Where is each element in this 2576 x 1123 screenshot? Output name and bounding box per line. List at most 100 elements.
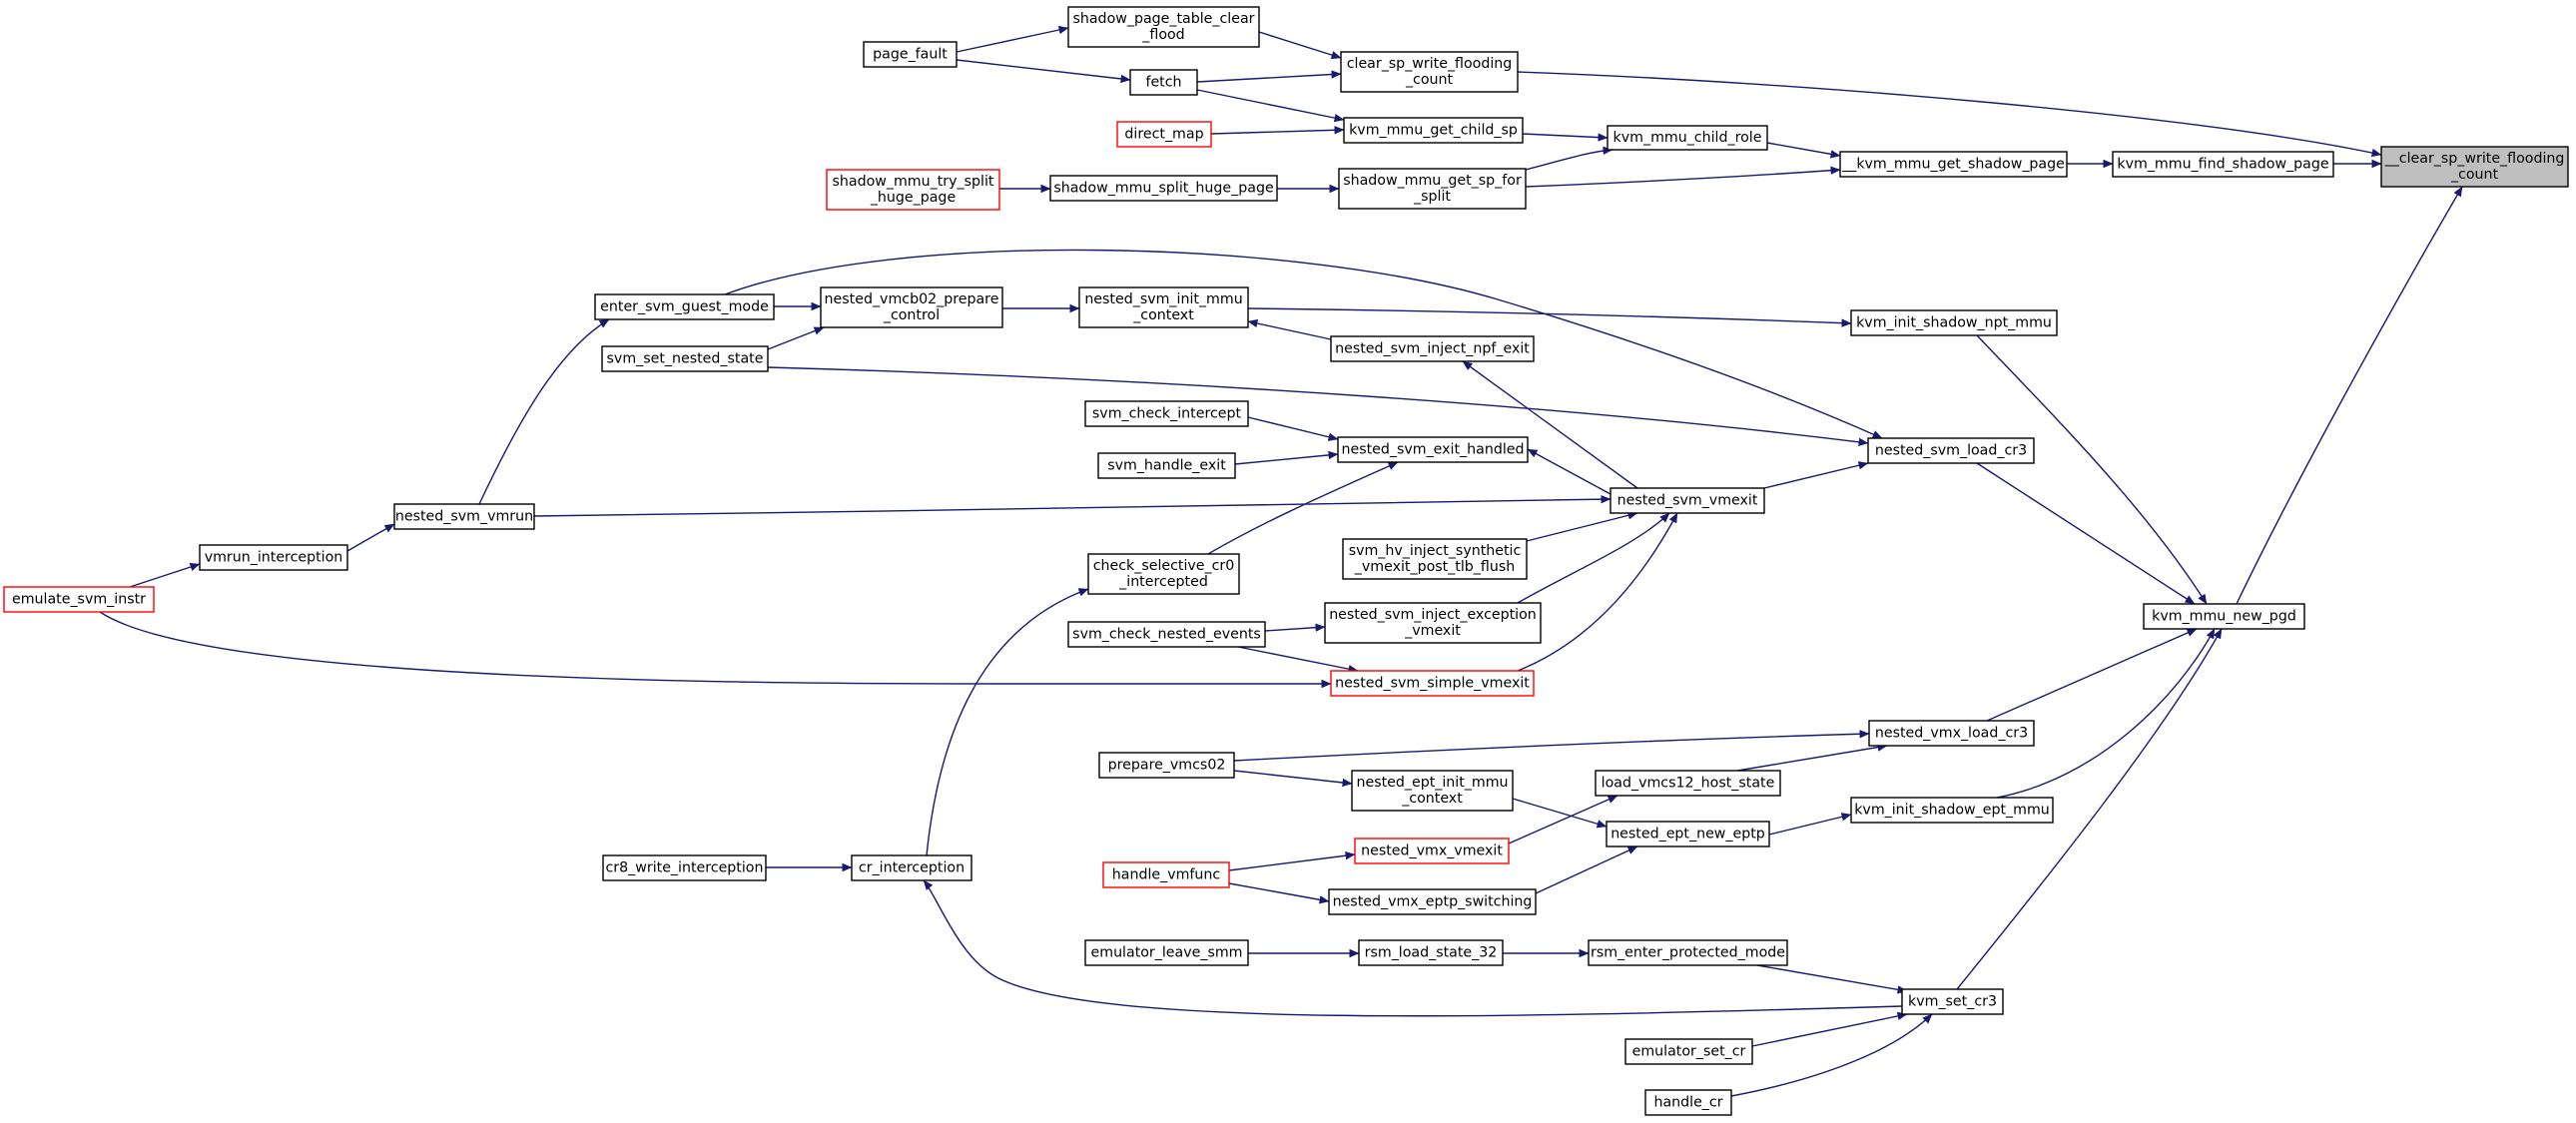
node-label: kvm_mmu_child_role [1613,130,1762,146]
node-prepare_vmcs02[interactable]: prepare_vmcs02 [1098,752,1235,779]
node-box [602,854,767,881]
node-box [1342,538,1528,580]
node-nested_svm_exit_handled[interactable]: nested_svm_exit_handled [1337,436,1529,463]
node-kvm_init_shadow_npt_mmu[interactable]: kvm_init_shadow_npt_mmu [1850,309,2058,336]
node-nested_svm_inject_exception_vmexit[interactable]: nested_svm_inject_exception_vmexit [1324,602,1542,644]
node-kvm_set_cr3[interactable]: kvm_set_cr3 [1901,988,2004,1015]
node-kvm_init_shadow_ept_mmu[interactable]: kvm_init_shadow_ept_mmu [1850,797,2054,824]
node-nested_vmcb02_prepare_control[interactable]: nested_vmcb02_prepare_control [820,286,1003,328]
node-nested_ept_new_eptp[interactable]: nested_ept_new_eptp [1606,821,1770,847]
node-label: nested_ept_init_mmu [1356,775,1508,791]
node-box [2143,603,2305,630]
node-rsm_enter_protected_mode[interactable]: rsm_enter_protected_mode [1588,939,1788,966]
node-label: svm_handle_exit [1107,458,1226,474]
node-emulator_leave_smm[interactable]: emulator_leave_smm [1084,939,1249,966]
node-clear_sp_write_flooding_count_root[interactable]: __clear_sp_write_flooding_count [2380,146,2569,188]
node-vmrun_interception[interactable]: vmrun_interception [199,544,348,571]
node-label: nested_vmx_vmexit [1361,843,1503,859]
node-box [1330,335,1535,362]
node-handle_vmfunc[interactable]: handle_vmfunc [1102,861,1230,888]
node-label: _intercepted [1118,574,1208,590]
node-nested_svm_inject_npf_exit[interactable]: nested_svm_inject_npf_exit [1330,335,1535,362]
node-label: load_vmcs12_host_state [1602,776,1775,792]
node-nested_vmx_load_cr3[interactable]: nested_vmx_load_cr3 [1868,720,2035,747]
node-nested_svm_vmexit[interactable]: nested_svm_vmexit [1610,487,1765,514]
edge-svm_check_nested_events-to-nested_svm_simple_vmexit [1237,646,1359,674]
edge-kvm_set_cr3-to-kvm_mmu_new_pgd [1956,628,2223,990]
node-box [1097,452,1236,479]
node-label: _control [883,307,940,323]
node-kvm_mmu_find_shadow_page[interactable]: kvm_mmu_find_shadow_page [2112,151,2334,178]
node-shadow_mmu_get_sp_for_split[interactable]: shadow_mmu_get_sp_for_split [1338,168,1527,210]
node-__kvm_mmu_get_shadow_page[interactable]: __kvm_mmu_get_shadow_page [1839,151,2068,178]
node-svm_check_nested_events[interactable]: svm_check_nested_events [1067,621,1266,648]
node-shadow_page_table_clear_flood[interactable]: shadow_page_table_clear_flood [1067,6,1260,48]
node-handle_cr[interactable]: handle_cr [1644,1089,1732,1116]
node-label: vmrun_interception [205,550,343,566]
node-label: nested_svm_exit_handled [1341,442,1524,458]
node-emulate_svm_instr[interactable]: emulate_svm_instr [3,586,155,613]
node-page_fault[interactable]: page_fault [863,41,958,68]
node-box [1049,175,1278,202]
node-svm_check_intercept[interactable]: svm_check_intercept [1084,400,1249,427]
edge-shadow_mmu_get_sp_for_split-to-__kvm_mmu_get_shadow_page [1525,166,1841,188]
edge-nested_svm_inject_npf_exit-to-nested_svm_init_mmu_context [1247,318,1332,340]
node-box [1606,821,1770,847]
node-kvm_mmu_new_pgd[interactable]: kvm_mmu_new_pgd [2143,603,2305,630]
edge-svm_set_nested_state-to-nested_svm_load_cr3 [767,366,1869,446]
node-rsm_load_state_32[interactable]: rsm_load_state_32 [1358,939,1504,966]
edge-shadow_mmu_get_sp_for_split-to-kvm_mmu_child_role [1517,146,1613,173]
node-nested_svm_init_mmu_context[interactable]: nested_svm_init_mmu_context [1078,286,1249,328]
node-nested_ept_init_mmu_context[interactable]: nested_ept_init_mmu_context [1351,770,1514,812]
node-check_selective_cr0_intercepted[interactable]: check_selective_cr0_intercepted [1087,553,1240,595]
node-nested_svm_load_cr3[interactable]: nested_svm_load_cr3 [1867,437,2035,464]
node-nested_svm_vmrun[interactable]: nested_svm_vmrun [393,503,535,530]
node-label: rsm_load_state_32 [1365,945,1498,961]
node-label: nested_vmx_eptp_switching [1333,894,1533,910]
node-label: nested_svm_simple_vmexit [1335,676,1530,692]
node-nested_svm_simple_vmexit[interactable]: nested_svm_simple_vmexit [1330,670,1535,697]
node-nested_vmx_eptp_switching[interactable]: nested_vmx_eptp_switching [1328,888,1537,915]
node-kvm_mmu_get_child_sp[interactable]: kvm_mmu_get_child_sp [1343,117,1524,144]
node-box [1116,121,1212,148]
node-label: nested_svm_vmexit [1617,493,1758,509]
node-label: svm_set_nested_state [607,351,764,367]
node-kvm_mmu_child_role[interactable]: kvm_mmu_child_role [1607,125,1768,151]
edge-nested_svm_vmrun-to-enter_svm_guest_mode [478,318,610,505]
edge-svm_check_intercept-to-nested_svm_exit_handled [1247,416,1339,441]
node-clear_sp_write_flooding_count[interactable]: clear_sp_write_flooding_count [1340,51,1519,93]
node-label: shadow_mmu_get_sp_for [1343,173,1522,189]
node-label: _context [1401,791,1463,807]
node-box [1624,1038,1753,1065]
node-cr8_write_interception[interactable]: cr8_write_interception [602,854,767,881]
node-svm_set_nested_state[interactable]: svm_set_nested_state [601,345,769,372]
node-shadow_mmu_split_huge_page[interactable]: shadow_mmu_split_huge_page [1049,175,1278,202]
edge-fetch-to-clear_sp_write_flooding_count [1196,70,1342,83]
node-enter_svm_guest_mode[interactable]: enter_svm_guest_mode [594,293,775,320]
node-emulator_set_cr[interactable]: emulator_set_cr [1624,1038,1753,1065]
node-shadow_mmu_try_split_huge_page[interactable]: shadow_mmu_try_split_huge_page [826,169,1000,211]
node-label: _huge_page [870,190,956,206]
edge-rsm_enter_protected_mode-to-kvm_set_cr3 [1756,964,1908,994]
node-label: svm_hv_inject_synthetic [1349,543,1522,559]
node-box [1610,487,1765,514]
node-nested_vmx_vmexit[interactable]: nested_vmx_vmexit [1354,838,1510,864]
edge-page_fault-to-fetch [956,59,1131,84]
node-label: kvm_mmu_find_shadow_page [2117,157,2328,173]
node-direct_map[interactable]: direct_map [1116,121,1212,148]
edge-nested_vmx_eptp_switching-to-nested_ept_new_eptp [1535,845,1638,894]
node-box [1087,553,1240,595]
node-svm_handle_exit[interactable]: svm_handle_exit [1097,452,1236,479]
node-box [1867,437,2035,464]
node-svm_hv_inject_synthetic_vmexit_post_tlb_flush[interactable]: svm_hv_inject_synthetic_vmexit_post_tlb_… [1342,538,1528,580]
node-box [199,544,348,571]
node-box [1098,752,1235,779]
node-cr_interception[interactable]: cr_interception [851,854,972,881]
node-fetch[interactable]: fetch [1129,69,1198,96]
node-label: _context [1132,307,1194,323]
node-label: _vmexit_post_tlb_flush [1354,559,1515,575]
node-label: _vmexit [1404,623,1461,639]
edge-nested_ept_init_mmu_context-to-nested_ept_new_eptp [1512,798,1608,829]
node-load_vmcs12_host_state[interactable]: load_vmcs12_host_state [1595,770,1781,797]
edge-kvm_mmu_child_role-to-__kvm_mmu_get_shadow_page [1766,142,1841,159]
